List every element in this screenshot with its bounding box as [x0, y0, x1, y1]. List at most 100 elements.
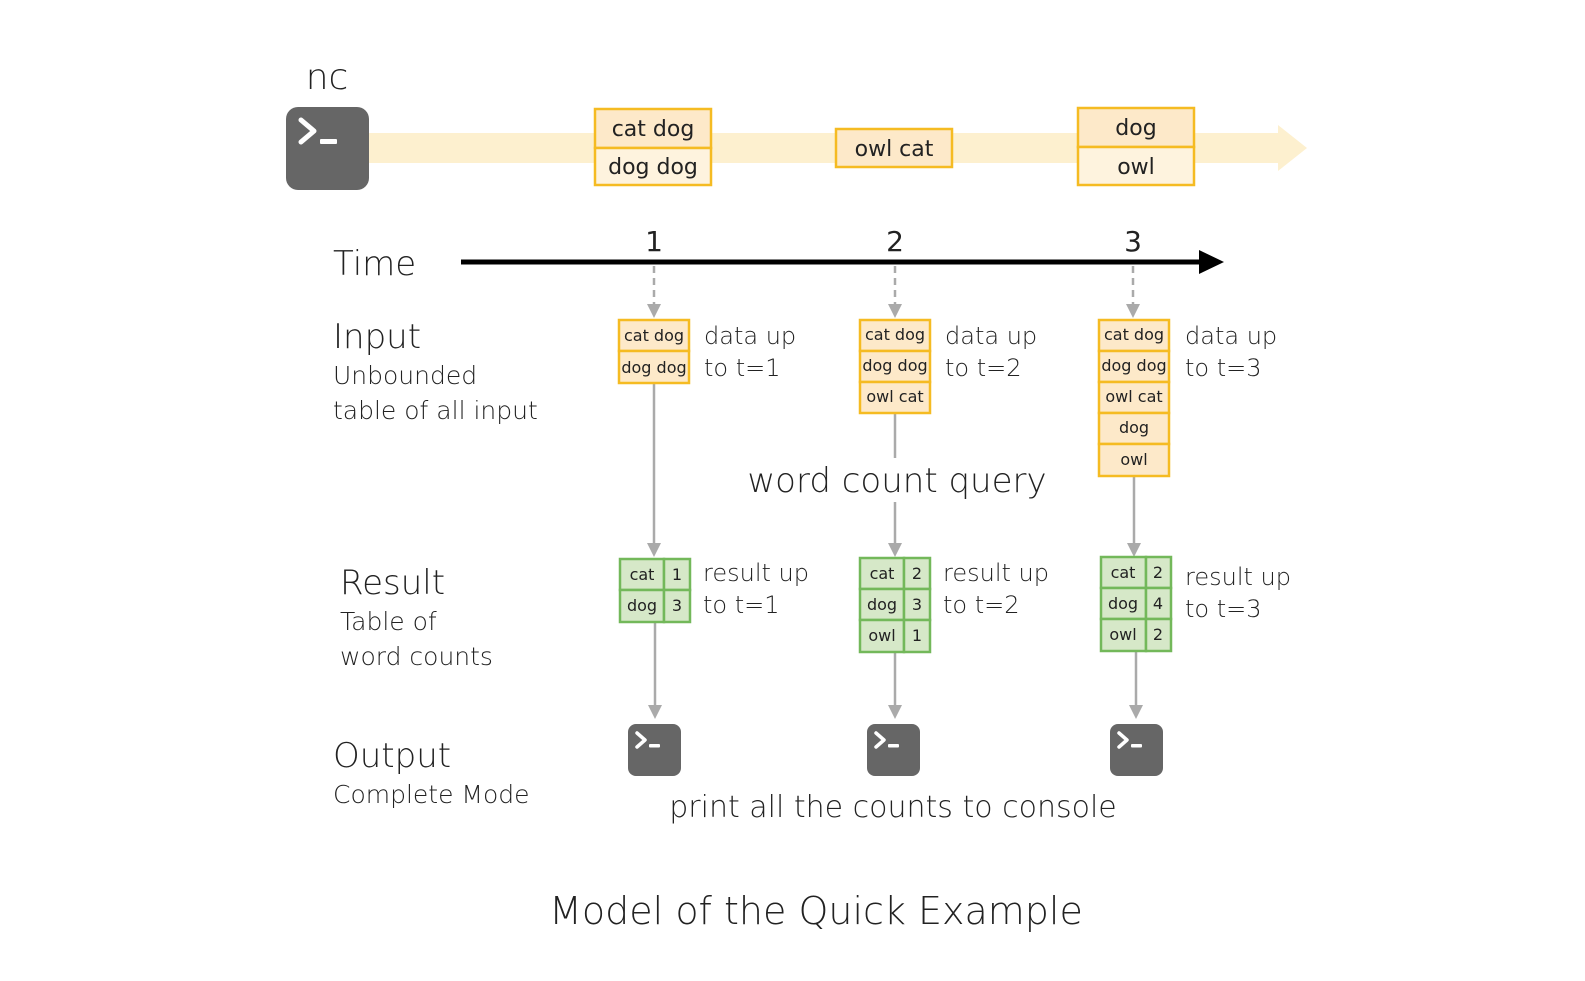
- query-label: word count query: [747, 461, 1046, 501]
- message-1-line-1: cat dog: [612, 117, 695, 142]
- result-t1-note-line-2: to t=1: [703, 591, 780, 619]
- result-subtitle-line-2: word counts: [340, 642, 493, 671]
- result-t3-row-1-count: 2: [1153, 563, 1163, 582]
- output-terminal-2-icon: [867, 724, 920, 776]
- input-t3-row-2-text: dog dog: [1101, 356, 1166, 375]
- output-terminal-3-cursor: [1131, 744, 1142, 748]
- message-3-row-1: [1076, 106, 1196, 149]
- time-tick-3: 3: [1124, 225, 1142, 258]
- time-axis-arrowhead: [1199, 250, 1224, 274]
- input-title: Input: [333, 317, 421, 357]
- input-t2-note-line-1: data up: [945, 322, 1037, 350]
- source-terminal-prompt: [298, 117, 317, 145]
- result-t3-row-3-count: 2: [1153, 625, 1163, 644]
- result-t3-note-line-2: to t=3: [1185, 595, 1262, 623]
- result-t2-row-3-word: owl: [868, 626, 895, 645]
- output-terminal-3-icon: [1110, 724, 1163, 776]
- message-1-line-2: dog dog: [608, 155, 698, 180]
- source-terminal-cursor: [320, 139, 337, 144]
- input-t2-row-3-text: owl cat: [866, 387, 923, 406]
- input-t3-row-3-text: owl cat: [1105, 387, 1162, 406]
- result-tables: cat 1 dog 3 result up to t=1 cat 2 dog 3…: [618, 555, 1291, 654]
- input-t1-row-2-text: dog dog: [621, 358, 686, 377]
- output-terminal-2-cursor: [888, 744, 899, 748]
- input-tables: cat dog dog dog data up to t=1 cat dog d…: [617, 318, 1277, 478]
- message-3-row-2: [1076, 145, 1196, 187]
- result-t1-row-2-count-cell: [662, 588, 692, 624]
- tick-3-connector-head: [1126, 304, 1140, 318]
- result-t1-row-1-word: cat: [630, 565, 655, 584]
- result-2-to-output-2-head: [888, 705, 902, 719]
- input-table-t3: cat dog dog dog owl cat dog owl: [1097, 318, 1171, 478]
- output-terminals: [628, 724, 1163, 776]
- source-terminal-icon: [286, 107, 369, 190]
- time-tick-2: 2: [886, 225, 904, 258]
- result-t2-note-line-1: result up: [943, 559, 1049, 587]
- input-t1-note-line-1: data up: [704, 322, 796, 350]
- input-t2-note-line-2: to t=2: [945, 354, 1022, 382]
- result-t1-row-1-count-cell: [662, 557, 692, 592]
- input-t3-row-1-text: cat dog: [1104, 325, 1164, 344]
- input-t3-row-4-text: dog: [1119, 418, 1149, 437]
- result-t2-row-2-count-cell: [902, 587, 932, 622]
- result-subtitle-line-1: Table of: [340, 607, 437, 636]
- result-t2-row-2-word: dog: [867, 595, 897, 614]
- result-t3-row-2-word: dog: [1108, 594, 1138, 613]
- message-2: owl cat: [834, 127, 954, 169]
- result-t3-row-3-word: owl: [1109, 625, 1136, 644]
- output-terminal-1-icon: [628, 724, 681, 776]
- input-t1-row-2: [617, 349, 691, 385]
- output-terminal-2-prompt: [874, 731, 886, 749]
- input-table-t1: cat dog dog dog: [617, 318, 691, 385]
- input-t2-row-2-text: dog dog: [862, 356, 927, 375]
- input-t3-note-line-1: data up: [1185, 322, 1277, 350]
- message-3-line-2: owl: [1117, 155, 1155, 180]
- query-to-result-2-head: [888, 543, 902, 557]
- tick-1-connector-head: [647, 304, 661, 318]
- result-t2-row-3-word-cell: [858, 618, 906, 654]
- tick-2-connector-head: [888, 304, 902, 318]
- source-label: nc: [306, 57, 349, 98]
- input-1-to-result-1-head: [647, 543, 661, 557]
- message-3: dog owl: [1076, 106, 1196, 187]
- result-title: Result: [340, 563, 445, 603]
- message-2-line-1: owl cat: [855, 137, 934, 162]
- result-t3-row-1-word: cat: [1111, 563, 1136, 582]
- output-title: Output: [333, 736, 451, 776]
- connectors: [647, 266, 1143, 719]
- message-1-row-2: [593, 146, 713, 187]
- input-subtitle-line-1: Unbounded: [333, 361, 477, 390]
- diagram-caption: Model of the Quick Example: [549, 889, 1083, 933]
- source-terminal-body: [286, 107, 369, 190]
- input-t3-row-5: [1097, 442, 1171, 478]
- section-labels: Input Unbounded table of all input Resul…: [333, 317, 538, 809]
- message-3-line-1: dog: [1115, 116, 1156, 141]
- message-2-row-1: [834, 127, 954, 169]
- input-t2-row-3: [858, 380, 932, 415]
- result-t1-row-2-count: 3: [672, 596, 682, 615]
- result-t2-row-3-count: 1: [912, 626, 922, 645]
- result-t2-row-1-count-cell: [902, 556, 932, 591]
- output-description: print all the counts to console: [669, 790, 1116, 825]
- result-t1-note-line-1: result up: [703, 559, 809, 587]
- input-table-t2: cat dog dog dog owl cat: [858, 318, 932, 415]
- input-t2-row-1: [858, 318, 932, 353]
- input-t3-row-5-text: owl: [1120, 450, 1147, 469]
- result-t3-row-3-count-cell: [1144, 617, 1173, 653]
- time-label: Time: [333, 244, 416, 284]
- input-3-to-result-3-head: [1127, 543, 1141, 557]
- output-terminal-1-cursor: [649, 744, 660, 748]
- result-t1-row-2-word: dog: [627, 596, 657, 615]
- result-t2-row-1-word: cat: [870, 564, 895, 583]
- result-t2-note-line-2: to t=2: [943, 591, 1020, 619]
- message-1-row-1: [593, 107, 713, 150]
- result-table-t2: cat 2 dog 3 owl 1: [858, 556, 932, 654]
- result-t2-row-3-count-cell: [902, 618, 932, 654]
- source-stream: nc cat dog dog dog owl cat dog owl: [286, 57, 1307, 190]
- result-t3-note-line-1: result up: [1185, 563, 1291, 591]
- input-t1-row-1-text: cat dog: [624, 326, 684, 345]
- input-t2-row-1-text: cat dog: [865, 325, 925, 344]
- message-1: cat dog dog dog: [593, 107, 713, 187]
- output-terminal-3-prompt: [1117, 731, 1129, 749]
